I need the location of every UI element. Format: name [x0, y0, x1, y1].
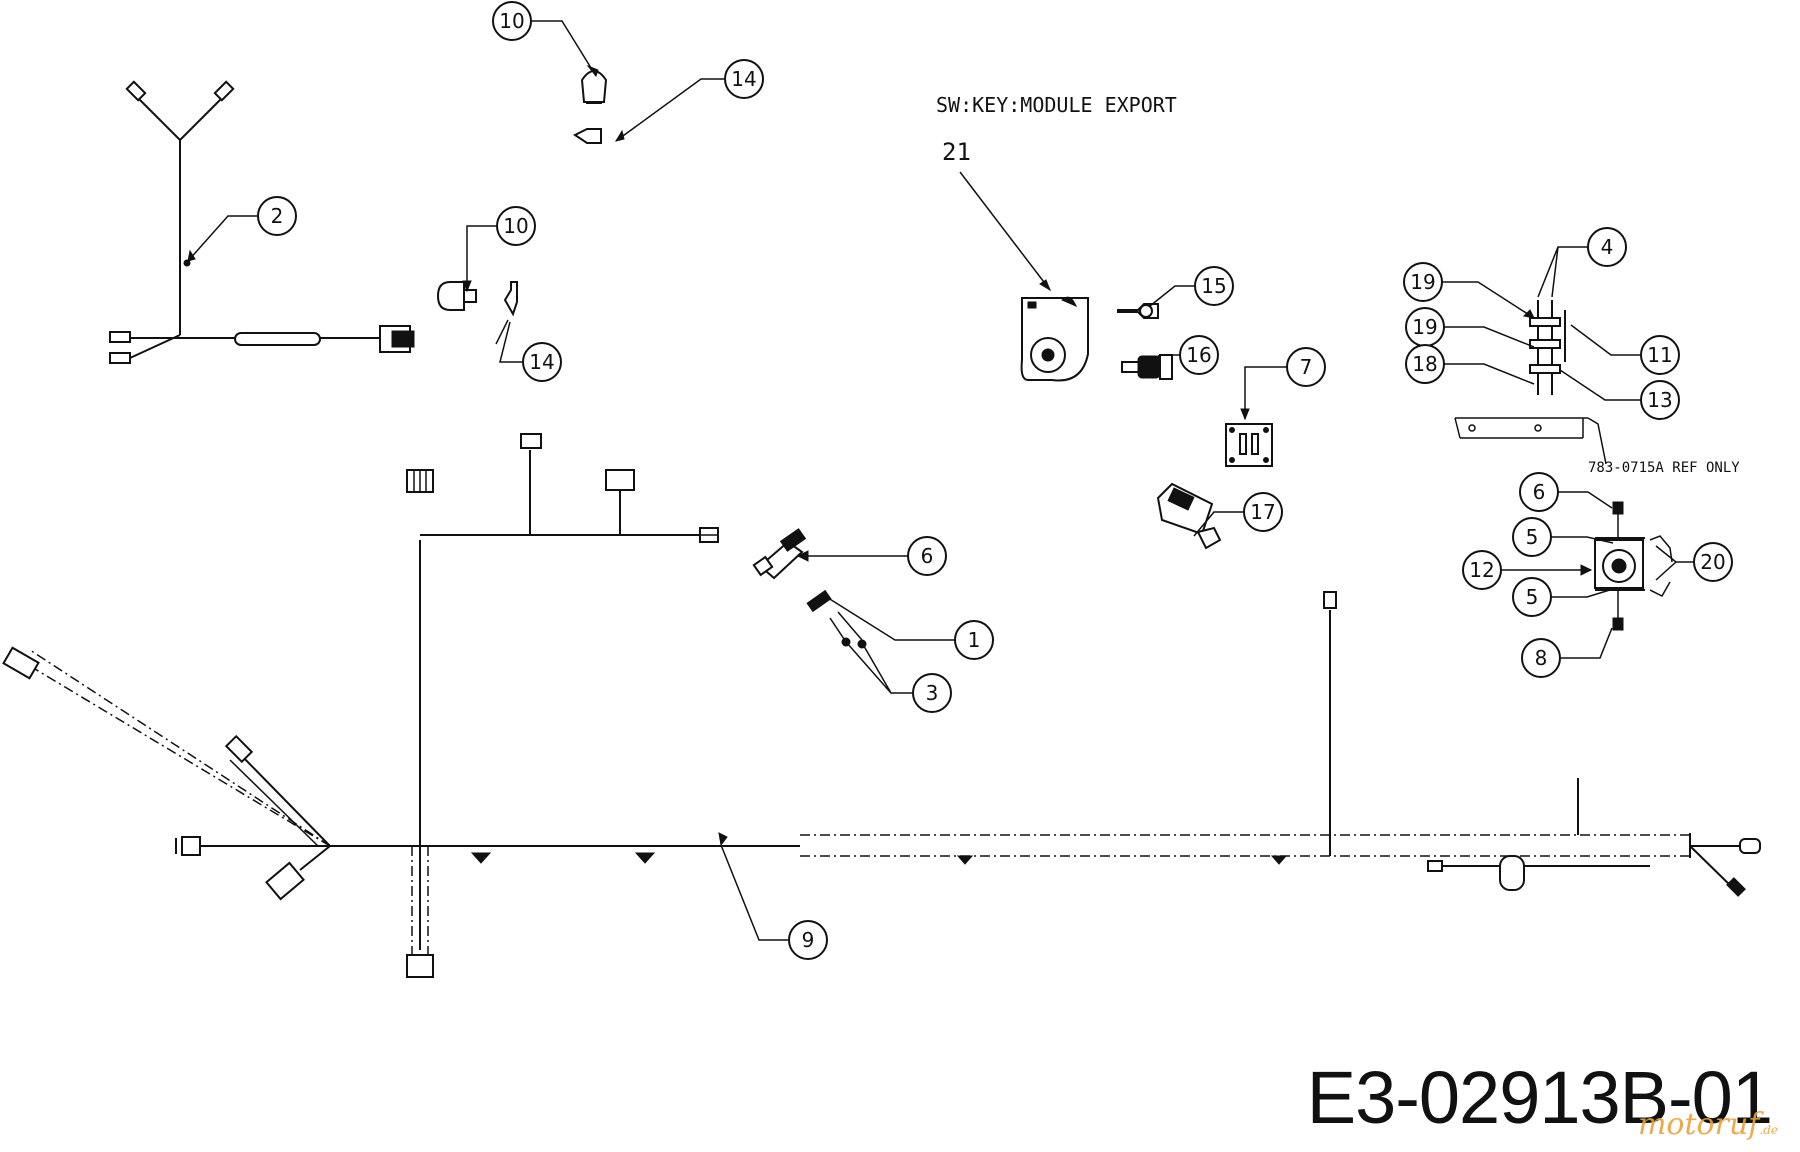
plug-16 — [1121, 354, 1173, 380]
module-title: SW:KEY:MODULE EXPORT — [936, 93, 1177, 117]
svg-text:19: 19 — [1410, 270, 1435, 294]
callout-bubble[interactable]: 14 — [724, 59, 764, 99]
ref-note: 783-0715A REF ONLY — [1588, 460, 1740, 476]
svg-text:19: 19 — [1412, 315, 1437, 339]
leader-lines — [187, 20, 1694, 941]
callout-bubble[interactable]: 20 — [1693, 542, 1733, 582]
svg-text:17: 17 — [1250, 500, 1275, 524]
callout-bubble[interactable]: 15 — [1194, 266, 1234, 306]
callout-bubble[interactable]: 7 — [1286, 347, 1326, 387]
solenoid-12 — [1594, 501, 1673, 631]
callout-bubble[interactable]: 16 — [1179, 335, 1219, 375]
bulb-assembly-top — [573, 70, 608, 144]
watermark-brand: motoruf — [1637, 1107, 1760, 1142]
document-id: E3-02913B-01 — [1306, 1056, 1773, 1139]
svg-text:5: 5 — [1526, 525, 1539, 549]
callout-bubble[interactable]: 13 — [1640, 380, 1680, 420]
svg-text:2: 2 — [271, 204, 284, 228]
callout-bubble[interactable]: 6 — [907, 536, 947, 576]
svg-text:7: 7 — [1300, 355, 1313, 379]
callout-bubble[interactable]: 8 — [1521, 638, 1561, 678]
svg-text:20: 20 — [1700, 550, 1725, 574]
callout-bubble[interactable]: 1 — [954, 620, 994, 660]
callout-bubble[interactable]: 6 — [1519, 472, 1559, 512]
bracket-assembly — [1454, 300, 1607, 465]
svg-text:4: 4 — [1601, 235, 1614, 259]
switch-17 — [1156, 482, 1222, 550]
callout-bubble[interactable]: 18 — [1405, 344, 1445, 384]
callout-bubble[interactable]: 10 — [492, 1, 532, 41]
svg-text:9: 9 — [802, 928, 815, 952]
harness-part-2 — [109, 80, 415, 364]
watermark-suffix: .de — [1759, 1123, 1778, 1137]
svg-text:13: 13 — [1647, 388, 1672, 412]
key-switch-module — [1020, 296, 1089, 382]
svg-text:10: 10 — [499, 9, 524, 33]
callout-bubble[interactable]: 5 — [1512, 577, 1552, 617]
relay-7 — [1225, 423, 1273, 467]
callout-bubble[interactable]: 19 — [1405, 307, 1445, 347]
callout-bubble[interactable]: 4 — [1587, 227, 1627, 267]
module-number: 21 — [942, 138, 971, 166]
svg-text:15: 15 — [1201, 274, 1226, 298]
callout-bubble[interactable]: 10 — [496, 206, 536, 246]
callout-bubbles: 10 14 2 10 14 15 16 7 4 19 19 18 11 13 6… — [257, 1, 1733, 960]
callout-bubble[interactable]: 17 — [1243, 492, 1283, 532]
svg-text:14: 14 — [529, 350, 554, 374]
svg-text:8: 8 — [1535, 646, 1548, 670]
callout-bubble[interactable]: 14 — [522, 342, 562, 382]
svg-text:3: 3 — [926, 681, 939, 705]
bulb-assembly-mid — [436, 281, 518, 345]
svg-text:5: 5 — [1526, 585, 1539, 609]
arrowheads — [187, 64, 1593, 847]
svg-text:16: 16 — [1186, 343, 1211, 367]
svg-text:12: 12 — [1469, 558, 1494, 582]
connector-parts — [752, 528, 867, 649]
svg-text:18: 18 — [1412, 352, 1437, 376]
callout-bubble[interactable]: 3 — [912, 673, 952, 713]
svg-text:6: 6 — [1533, 480, 1546, 504]
watermark-logo: motoruf.de — [1638, 1107, 1778, 1142]
svg-text:1: 1 — [968, 628, 981, 652]
ignition-key-15 — [1117, 303, 1159, 319]
callout-bubble[interactable]: 2 — [257, 196, 297, 236]
callout-bubble[interactable]: 12 — [1462, 550, 1502, 590]
callout-bubble[interactable]: 11 — [1640, 335, 1680, 375]
callout-bubble[interactable]: 9 — [788, 920, 828, 960]
main-harness-9 — [2, 433, 1761, 978]
svg-text:6: 6 — [921, 544, 934, 568]
svg-text:10: 10 — [503, 214, 528, 238]
svg-text:14: 14 — [731, 67, 756, 91]
svg-text:11: 11 — [1647, 343, 1672, 367]
callout-bubble[interactable]: 5 — [1512, 517, 1552, 557]
callout-bubble[interactable]: 19 — [1403, 262, 1443, 302]
